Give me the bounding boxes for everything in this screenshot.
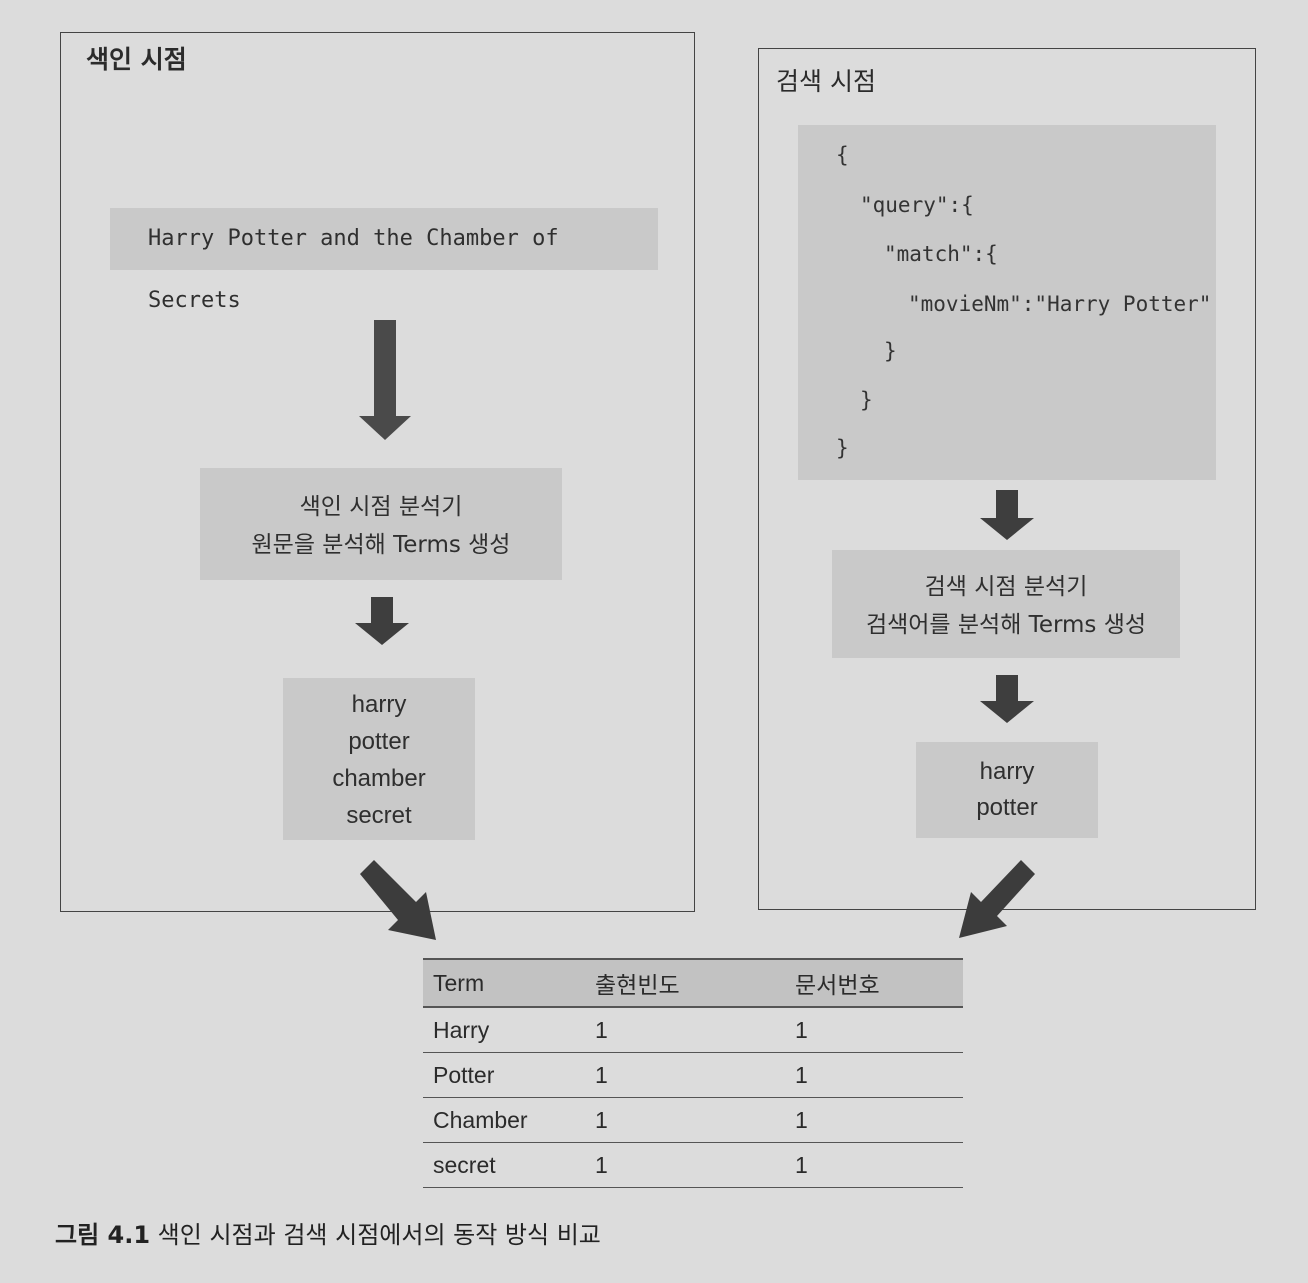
- figure-caption: 그림 4.1 색인 시점과 검색 시점에서의 동작 방식 비교: [55, 1215, 601, 1250]
- query-line: {: [836, 143, 849, 167]
- diagonal-arrow-icon: [959, 860, 1035, 938]
- index-terms-box: harry potter chamber secret: [283, 678, 475, 840]
- frequency-cell: 1: [585, 1097, 785, 1143]
- table-row: Potter 1 1: [423, 1052, 963, 1098]
- query-line: }: [884, 339, 897, 363]
- doc-id-cell: 1: [785, 1142, 963, 1188]
- query-line: "match":{: [884, 242, 998, 266]
- term-cell: Chamber: [423, 1097, 585, 1143]
- doc-id-cell: 1: [785, 1052, 963, 1098]
- frequency-cell: 1: [585, 1052, 785, 1098]
- search-panel-title: 검색 시점: [776, 67, 876, 96]
- query-line: "movieNm":"Harry Potter": [908, 292, 1212, 316]
- index-term: secret: [346, 802, 412, 829]
- down-arrow-icon: [355, 597, 409, 645]
- term-cell: Harry: [423, 1007, 585, 1053]
- frequency-cell: 1: [585, 1007, 785, 1053]
- search-term: harry: [979, 758, 1035, 785]
- table-row: Harry 1 1: [423, 1007, 963, 1053]
- query-line: "query":{: [860, 193, 974, 217]
- down-arrow-icon: [980, 490, 1034, 540]
- index-panel-title: 색인 시점: [86, 45, 187, 74]
- query-line: }: [836, 436, 849, 460]
- term-cell: Potter: [423, 1052, 585, 1098]
- table-row: secret 1 1: [423, 1142, 963, 1188]
- index-term: harry: [351, 691, 407, 718]
- query-line: }: [860, 388, 873, 412]
- down-arrow-icon: [359, 320, 411, 440]
- search-terms-box: harry potter: [916, 742, 1098, 838]
- term-cell: secret: [423, 1142, 585, 1188]
- search-analyzer-desc: 검색어를 분석해 Terms 생성: [865, 612, 1147, 638]
- search-term: potter: [976, 794, 1038, 821]
- frequency-cell: 1: [585, 1142, 785, 1188]
- index-analyzer-desc: 원문을 분석해 Terms 생성: [251, 532, 511, 558]
- doc-id-cell: 1: [785, 1097, 963, 1143]
- column-header-term: Term: [423, 958, 585, 1008]
- query-box: { "query":{ "match":{ "movieNm":"Harry P…: [798, 125, 1216, 480]
- table-header-row: Term 출현빈도 문서번호: [423, 958, 963, 1008]
- diagonal-arrow-icon: [360, 860, 436, 940]
- table-row: Chamber 1 1: [423, 1097, 963, 1143]
- figure-label: 그림 4.1: [55, 1221, 151, 1249]
- column-header-frequency: 출현빈도: [585, 958, 785, 1008]
- figure-caption-text: 색인 시점과 검색 시점에서의 동작 방식 비교: [157, 1221, 601, 1249]
- down-arrow-icon: [980, 675, 1034, 723]
- index-source-text: Harry Potter and the Chamber of Secrets: [148, 226, 559, 313]
- index-analyzer-title: 색인 시점 분석기: [299, 494, 463, 520]
- index-source-text-box: Harry Potter and the Chamber of Secrets: [110, 208, 658, 313]
- index-term: chamber: [332, 765, 426, 792]
- column-header-doc-id: 문서번호: [785, 958, 963, 1008]
- index-panel: [60, 32, 695, 912]
- search-analyzer-box: 검색 시점 분석기 검색어를 분석해 Terms 생성: [832, 550, 1180, 658]
- inverted-index-table: Term 출현빈도 문서번호 Harry 1 1 Potter 1 1 Cham…: [423, 958, 963, 1188]
- search-analyzer-title: 검색 시점 분석기: [924, 574, 1088, 600]
- doc-id-cell: 1: [785, 1007, 963, 1053]
- search-panel: [758, 48, 1256, 910]
- index-term: potter: [348, 728, 410, 755]
- index-analyzer-box: 색인 시점 분석기 원문을 분석해 Terms 생성: [200, 468, 562, 580]
